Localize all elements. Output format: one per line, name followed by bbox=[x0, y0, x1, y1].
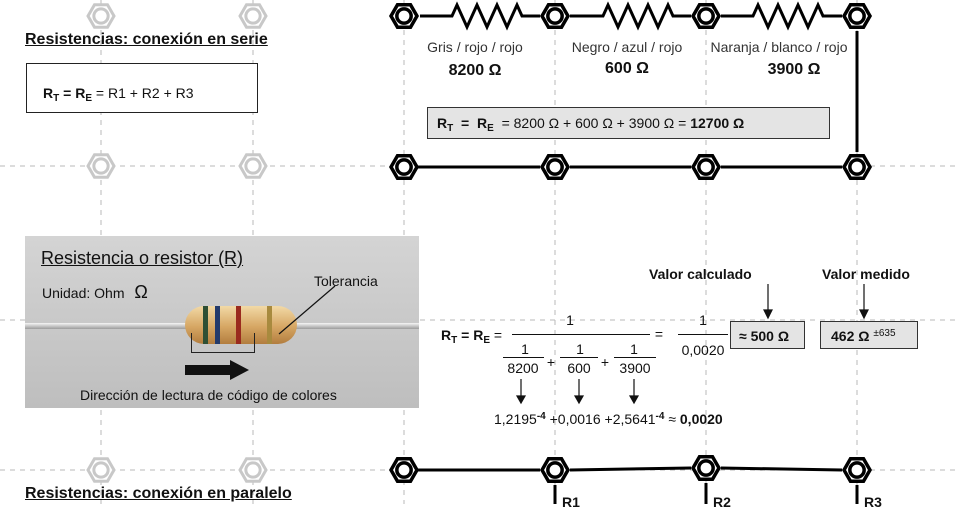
parallel-heading: Resistencias: conexión en paralelo bbox=[25, 485, 292, 502]
band-green bbox=[203, 306, 208, 344]
main-numerator: 1 bbox=[566, 312, 574, 328]
term-3-line bbox=[614, 357, 656, 358]
term-1-line bbox=[503, 357, 544, 358]
parallel-label-r1: R1 bbox=[562, 494, 580, 510]
parallel-label-r2: R2 bbox=[713, 494, 731, 510]
term-3-numerator: 1 bbox=[630, 341, 638, 357]
series-total-result: 12700 Ω bbox=[690, 115, 745, 131]
ghost-node-hole bbox=[244, 7, 262, 25]
band-blue bbox=[215, 306, 220, 344]
decimal-sum-result: 0,0020 bbox=[679, 411, 723, 427]
circuit-node-hole bbox=[697, 7, 715, 25]
resistor-r1-symbol bbox=[420, 1, 540, 31]
term-3-denominator: 3900 bbox=[619, 360, 651, 376]
photo-overlay bbox=[185, 285, 336, 380]
circuit-node-hole bbox=[848, 158, 866, 176]
term-2-line bbox=[560, 357, 598, 358]
circuit-node-hole bbox=[546, 7, 564, 25]
series-heading: Resistencias: conexión en serie bbox=[25, 31, 268, 48]
calc-arrow-head bbox=[763, 309, 773, 320]
ghost-node-hole bbox=[92, 7, 110, 25]
circuit-node-hole bbox=[848, 7, 866, 25]
resistor-1-colors: Gris / rojo / rojo bbox=[427, 39, 523, 55]
resistor-3-colors: Naranja / blanco / rojo bbox=[710, 39, 848, 55]
parallel-formula-lhs: RT = RE = bbox=[441, 327, 503, 346]
resistor-r3-symbol bbox=[721, 1, 842, 31]
resistor-2-colors: Negro / azul / rojo bbox=[571, 39, 683, 55]
measured-value-box: 462 Ω ±635 bbox=[820, 321, 918, 349]
reading-bracket bbox=[191, 333, 255, 353]
circuit-node-hole bbox=[848, 461, 866, 479]
series-formula-box: RT = RE = R1 + R2 + R3 bbox=[26, 63, 258, 113]
ghost-node-hole bbox=[244, 157, 262, 175]
circuit-node-hole bbox=[697, 158, 715, 176]
ghost-node-hole bbox=[92, 157, 110, 175]
equals-2: = bbox=[654, 326, 664, 342]
term-2-numerator: 1 bbox=[576, 341, 584, 357]
calc-value: ≈ 500 Ω bbox=[739, 328, 790, 344]
ghost-node-hole bbox=[244, 461, 262, 479]
band-tolerance bbox=[267, 306, 272, 344]
resistor-2-value: 600 Ω bbox=[605, 60, 649, 77]
resistor-photo: Resistencia o resistor (R) Unidad: Ohm Ω… bbox=[25, 236, 419, 408]
rhs-numerator: 1 bbox=[699, 312, 707, 328]
circuit-node-hole bbox=[395, 461, 413, 479]
main-fraction-line bbox=[512, 334, 650, 335]
parallel-label-r3: R3 bbox=[864, 494, 882, 510]
direction-label: Dirección de lectura de código de colore… bbox=[80, 387, 337, 403]
measured-value-text: 462 Ω ±635 bbox=[831, 328, 896, 344]
calc-label: Valor calculado bbox=[649, 266, 752, 282]
rhs-line bbox=[678, 334, 728, 335]
tolerance-label: Tolerancia bbox=[314, 273, 378, 289]
photo-title: Resistencia o resistor (R) bbox=[41, 248, 244, 268]
ohm-symbol: Ω bbox=[134, 282, 148, 302]
circuit-node-hole bbox=[395, 158, 413, 176]
series-total-formula: RT = RE = 8200 Ω + 600 Ω + 3900 Ω = 1270… bbox=[437, 115, 745, 134]
term-1-denominator: 8200 bbox=[507, 360, 539, 376]
resistor-body bbox=[185, 306, 297, 344]
direction-arrow bbox=[185, 360, 249, 380]
circuit-node-hole bbox=[395, 7, 413, 25]
plus-2: + bbox=[600, 354, 610, 370]
measured-arrow-head bbox=[859, 309, 869, 320]
term-1-numerator: 1 bbox=[521, 341, 529, 357]
resistor-3-value: 3900 Ω bbox=[767, 61, 821, 78]
band-red bbox=[236, 306, 241, 344]
resistor-1-value: 8200 Ω bbox=[448, 62, 502, 79]
series-total-box: RT = RE = 8200 Ω + 600 Ω + 3900 Ω = 1270… bbox=[427, 107, 830, 139]
decimal-sum-line: 1,2195-4 +0,0016 +2,5641-4 ≈ 0,0020 bbox=[494, 411, 723, 427]
circuit-node-hole bbox=[546, 158, 564, 176]
series-formula: RT = RE = R1 + R2 + R3 bbox=[43, 85, 194, 104]
circuit-node-hole bbox=[546, 461, 564, 479]
plus-1: + bbox=[546, 354, 556, 370]
photo-unit: Unidad: Ohm Ω bbox=[42, 282, 148, 302]
rhs-denominator: 0,0020 bbox=[681, 342, 725, 358]
term-2-denominator: 600 bbox=[567, 360, 591, 376]
ghost-node-hole bbox=[92, 461, 110, 479]
resistor-r2-symbol bbox=[570, 1, 691, 31]
measured-label: Valor medido bbox=[822, 266, 910, 282]
tolerance-pointer bbox=[278, 285, 336, 335]
calc-value-box: ≈ 500 Ω bbox=[730, 321, 805, 349]
circuit-node-hole bbox=[697, 459, 715, 477]
